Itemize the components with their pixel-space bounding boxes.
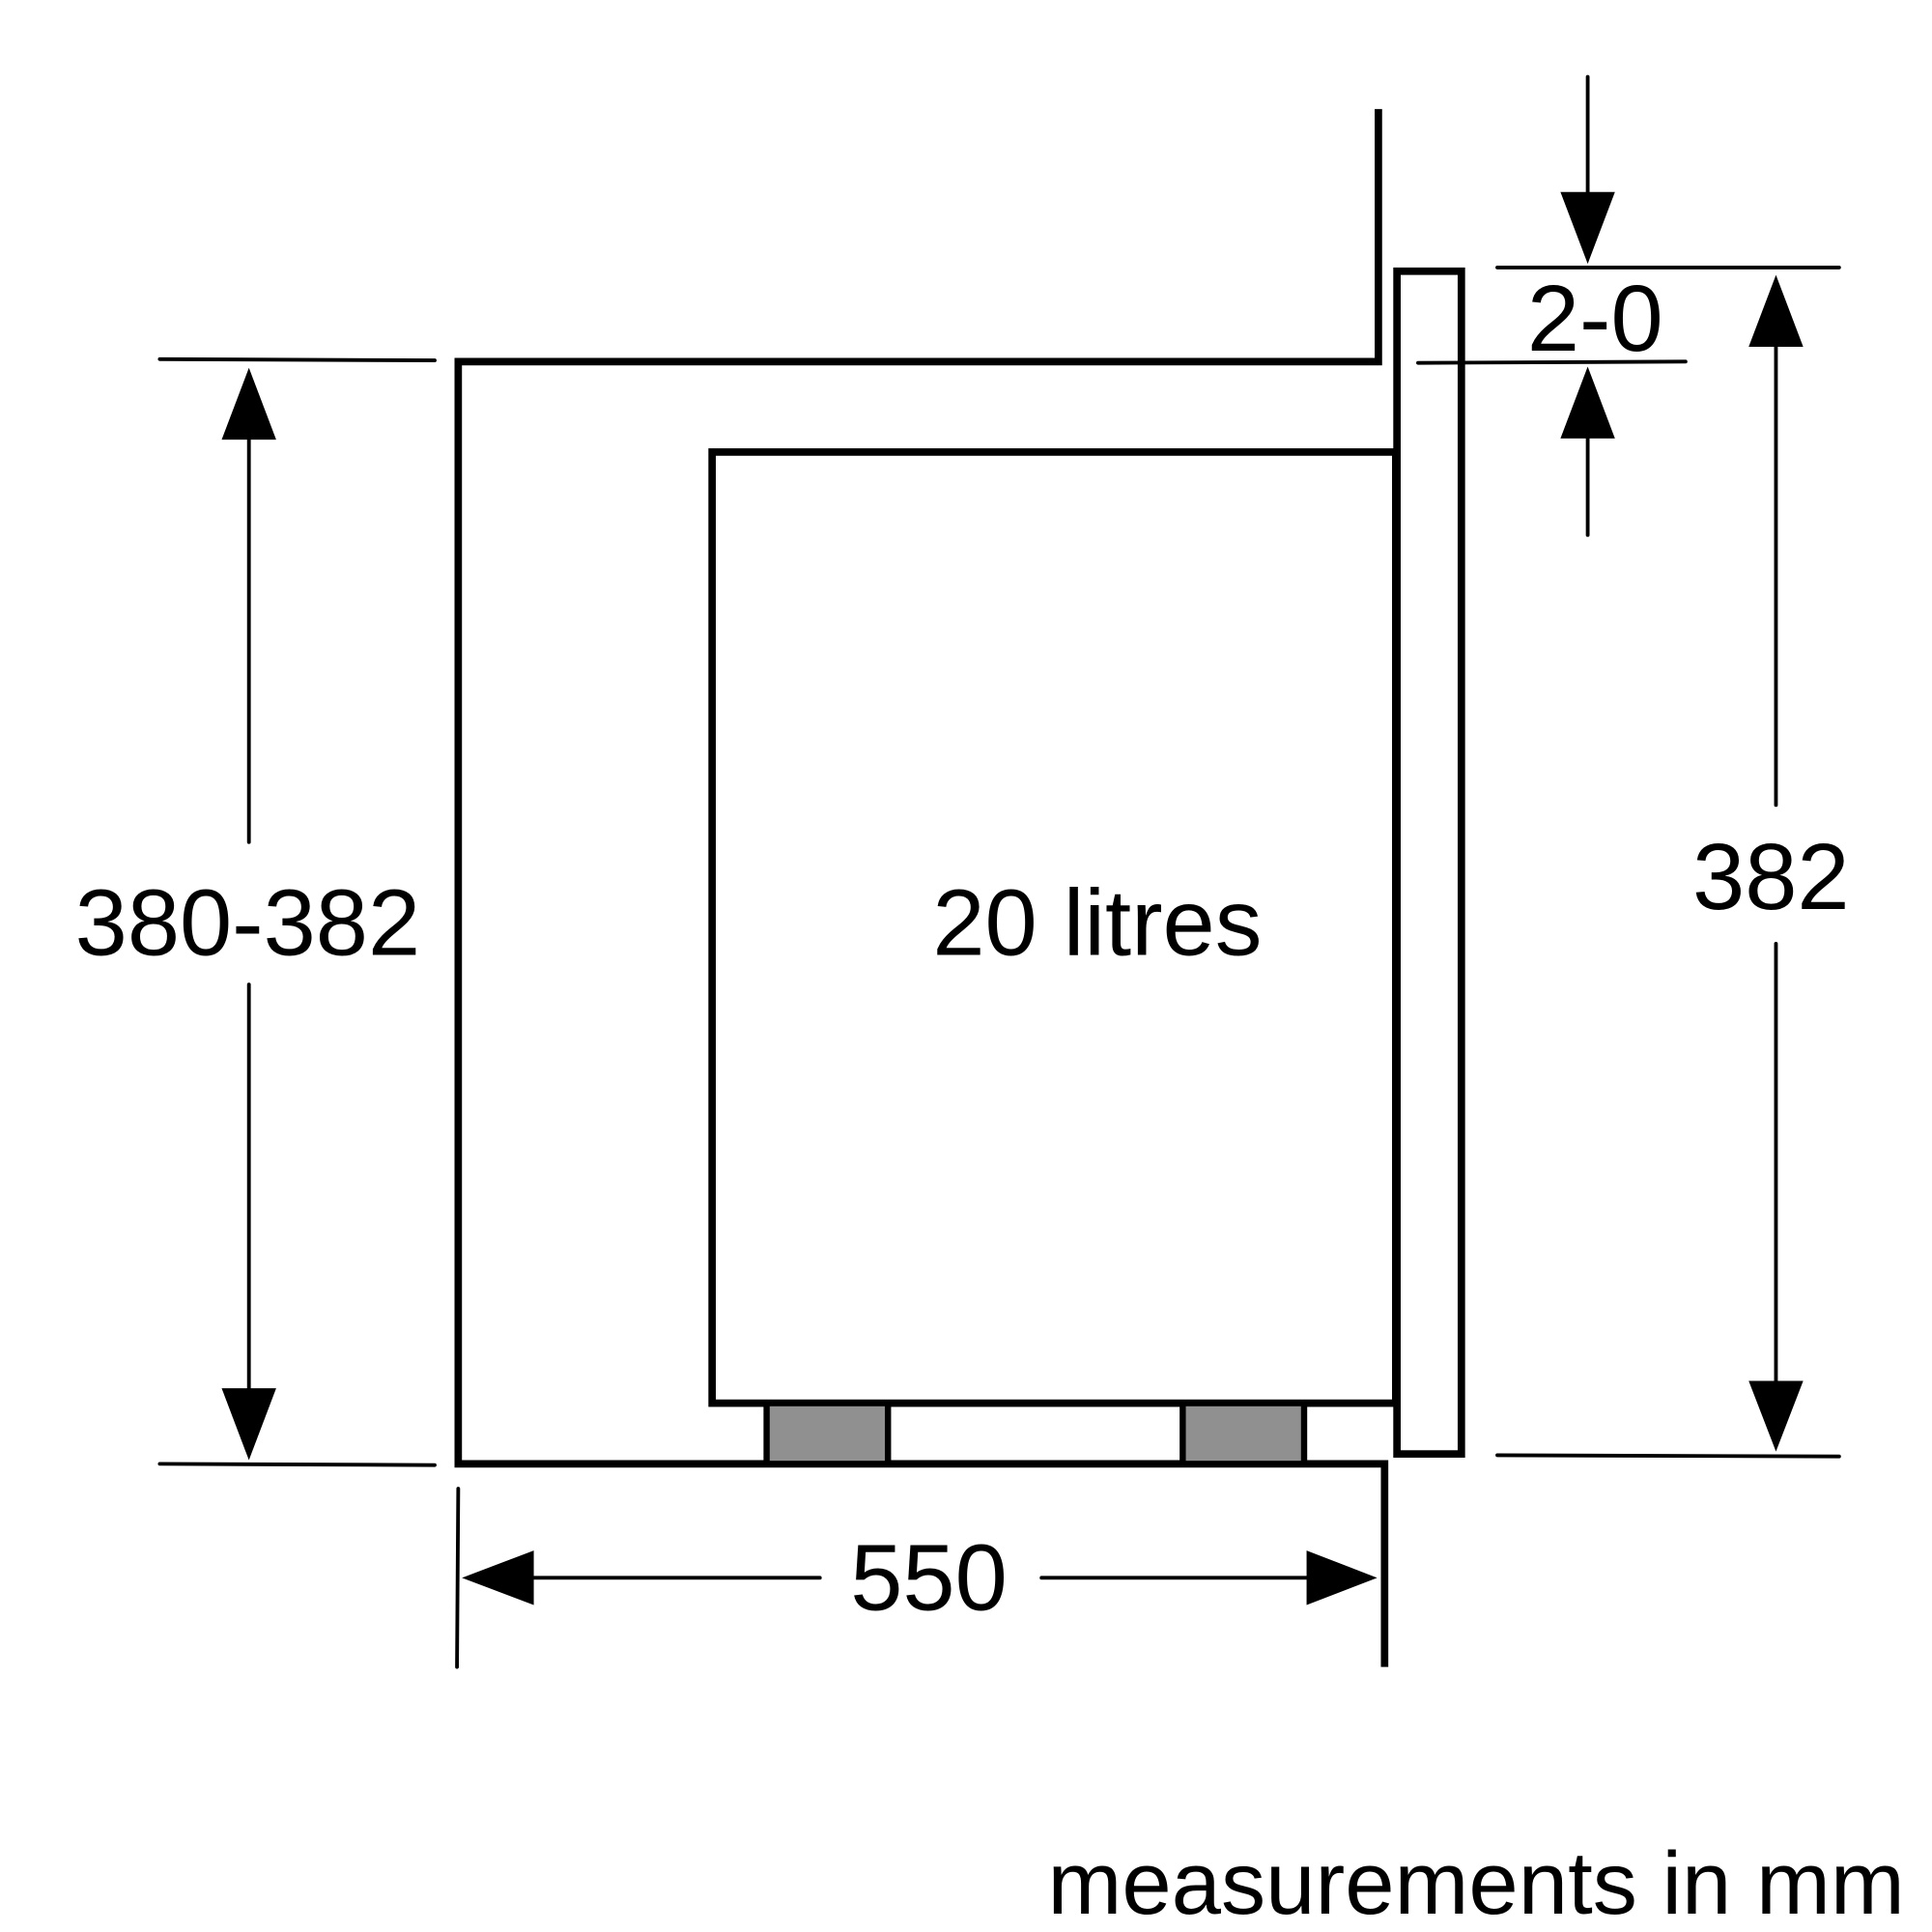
cabinet-height-label: 380-382 <box>75 869 421 975</box>
capacity-label: 20 litres <box>932 869 1262 975</box>
extension-line <box>1495 1453 1841 1459</box>
front-panel <box>1393 267 1465 1458</box>
cabinet-outline <box>454 108 1389 1667</box>
extension-line <box>157 1462 437 1467</box>
arrow-right-icon <box>1306 1550 1378 1605</box>
depth-label: 550 <box>850 1525 1008 1631</box>
arrow-up-icon <box>1560 366 1615 439</box>
arrow-up-icon <box>221 367 276 440</box>
units-note: measurements in mm <box>1047 1833 1904 1932</box>
extension-line <box>1416 359 1688 365</box>
extension-line <box>455 1487 461 1669</box>
gap-label: 2-0 <box>1527 266 1663 371</box>
arrow-down-icon <box>1560 191 1615 265</box>
arrow-up-icon <box>1748 274 1804 347</box>
extension-line <box>157 356 437 362</box>
foot-left <box>763 1400 892 1467</box>
foot-right <box>1179 1400 1308 1467</box>
arrow-down-icon <box>221 1388 276 1461</box>
arrow-down-icon <box>1748 1380 1804 1452</box>
arrow-left-icon <box>462 1550 534 1605</box>
front-height-label: 382 <box>1692 824 1850 929</box>
